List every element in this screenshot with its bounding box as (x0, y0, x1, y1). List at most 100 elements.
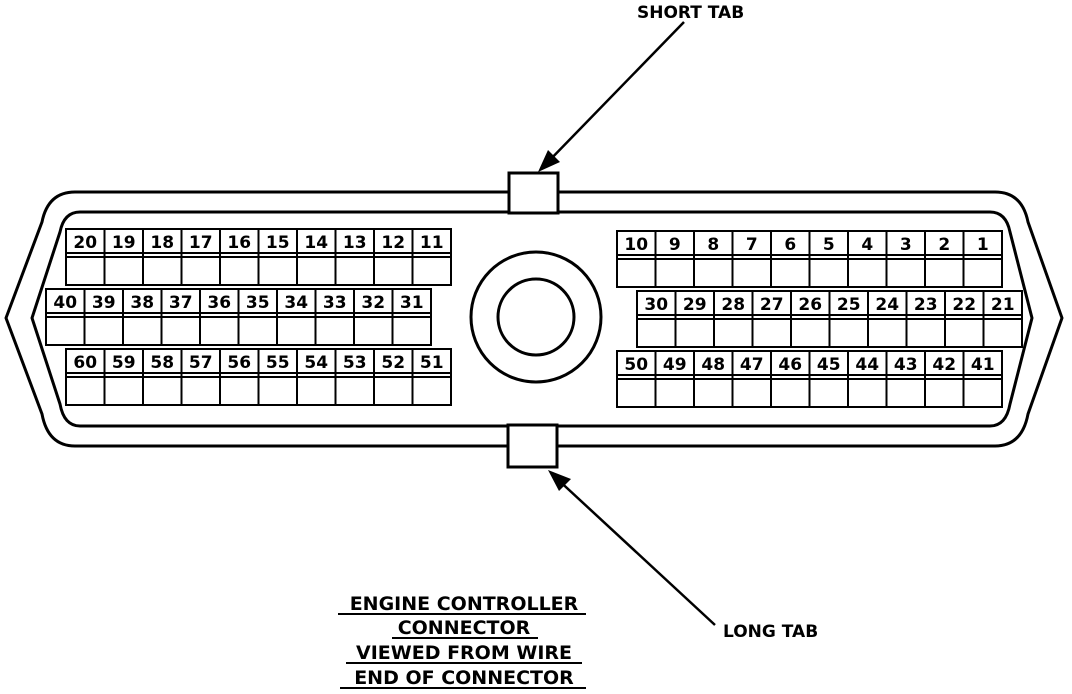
pin-cavity-42: 42 (924, 350, 965, 408)
pin-number: 58 (150, 353, 174, 373)
pin-number: 15 (266, 233, 290, 253)
pin-number: 13 (343, 233, 367, 253)
pin-number: 2 (938, 235, 950, 255)
pin-cavity-29: 29 (674, 290, 715, 348)
pin-cavity-34: 34 (276, 288, 317, 346)
pin-cavity-43: 43 (885, 350, 926, 408)
pin-cavity-44: 44 (847, 350, 888, 408)
pin-cavity-5: 5 (808, 230, 849, 288)
pin-number: 37 (169, 293, 193, 313)
pin-cavity-25: 25 (828, 290, 869, 348)
caption-block: ENGINE CONTROLLER CONNECTOR VIEWED FROM … (338, 593, 586, 689)
pin-number: 60 (73, 353, 97, 373)
pin-cavity-60: 60 (65, 348, 106, 406)
pin-number: 43 (894, 355, 918, 375)
pin-cavity-28: 28 (713, 290, 754, 348)
pin-cavity-15: 15 (257, 228, 298, 286)
connector-inner-body (30, 210, 1034, 428)
pin-number: 1 (977, 235, 989, 255)
pin-number: 36 (207, 293, 231, 313)
pin-number: 31 (400, 293, 424, 313)
pin-number: 40 (53, 293, 77, 313)
pin-cavity-49: 49 (654, 350, 695, 408)
pin-cavity-6: 6 (770, 230, 811, 288)
pin-number: 12 (381, 233, 405, 253)
pin-number: 53 (343, 353, 367, 373)
pin-cavity-56: 56 (219, 348, 260, 406)
pin-number: 3 (900, 235, 912, 255)
pin-number: 14 (304, 233, 328, 253)
pin-cavity-30: 30 (636, 290, 677, 348)
pin-cavity-18: 18 (142, 228, 183, 286)
long-tab-arrowhead (548, 470, 571, 491)
pin-number: 7 (746, 235, 758, 255)
pin-number: 54 (304, 353, 328, 373)
pin-number: 20 (73, 233, 97, 253)
pin-cavity-16: 16 (219, 228, 260, 286)
pin-number: 10 (624, 235, 648, 255)
pin-number: 18 (150, 233, 174, 253)
pin-cavity-54: 54 (296, 348, 337, 406)
pin-cavity-14: 14 (296, 228, 337, 286)
short-tab (507, 171, 560, 215)
pin-cavity-26: 26 (790, 290, 831, 348)
pin-number: 4 (861, 235, 873, 255)
pin-number: 41 (971, 355, 995, 375)
pin-cavity-55: 55 (257, 348, 298, 406)
pin-cavity-3: 3 (885, 230, 926, 288)
pin-cavity-4: 4 (847, 230, 888, 288)
pin-cavity-40: 40 (45, 288, 86, 346)
pin-cavity-1: 1 (962, 230, 1003, 288)
pin-number: 22 (952, 295, 976, 315)
center-post-outer (469, 250, 603, 384)
pin-number: 45 (817, 355, 841, 375)
short-tab-arrow-line (544, 21, 685, 166)
pin-cavity-58: 58 (142, 348, 183, 406)
pin-number: 57 (189, 353, 213, 373)
pin-cavity-41: 41 (962, 350, 1003, 408)
long-tab-label: LONG TAB (723, 622, 818, 642)
pin-cavity-35: 35 (237, 288, 278, 346)
pin-cavity-12: 12 (373, 228, 414, 286)
pin-cavity-17: 17 (180, 228, 221, 286)
pin-number: 44 (855, 355, 879, 375)
caption-line-4: END OF CONNECTOR (354, 667, 574, 689)
pin-cavity-53: 53 (334, 348, 375, 406)
pin-number: 24 (875, 295, 899, 315)
pin-cavity-19: 19 (103, 228, 144, 286)
pin-number: 25 (837, 295, 861, 315)
pin-number: 48 (701, 355, 725, 375)
pin-number: 23 (914, 295, 938, 315)
pin-number: 19 (112, 233, 136, 253)
pin-cavity-57: 57 (180, 348, 221, 406)
pin-cavity-52: 52 (373, 348, 414, 406)
pin-number: 32 (361, 293, 385, 313)
pin-number: 47 (740, 355, 764, 375)
pin-number: 6 (784, 235, 796, 255)
pin-cavity-7: 7 (731, 230, 772, 288)
pin-number: 50 (624, 355, 648, 375)
pin-number: 34 (284, 293, 308, 313)
pin-cavity-59: 59 (103, 348, 144, 406)
pin-cavity-48: 48 (693, 350, 734, 408)
pin-number: 28 (721, 295, 745, 315)
pin-number: 38 (130, 293, 154, 313)
pin-number: 29 (683, 295, 707, 315)
pin-number: 42 (932, 355, 956, 375)
pin-number: 46 (778, 355, 802, 375)
long-tab-arrow-line (553, 475, 716, 626)
pin-cavity-24: 24 (867, 290, 908, 348)
pin-number: 39 (92, 293, 116, 313)
pin-cavity-8: 8 (693, 230, 734, 288)
pin-number: 49 (663, 355, 687, 375)
pin-number: 9 (669, 235, 681, 255)
pin-number: 51 (420, 353, 444, 373)
pin-number: 26 (798, 295, 822, 315)
pin-cavity-38: 38 (122, 288, 163, 346)
pin-cavity-45: 45 (808, 350, 849, 408)
pin-number: 17 (189, 233, 213, 253)
pin-cavity-20: 20 (65, 228, 106, 286)
pin-cavity-31: 31 (391, 288, 432, 346)
short-tab-label: SHORT TAB (637, 3, 744, 23)
